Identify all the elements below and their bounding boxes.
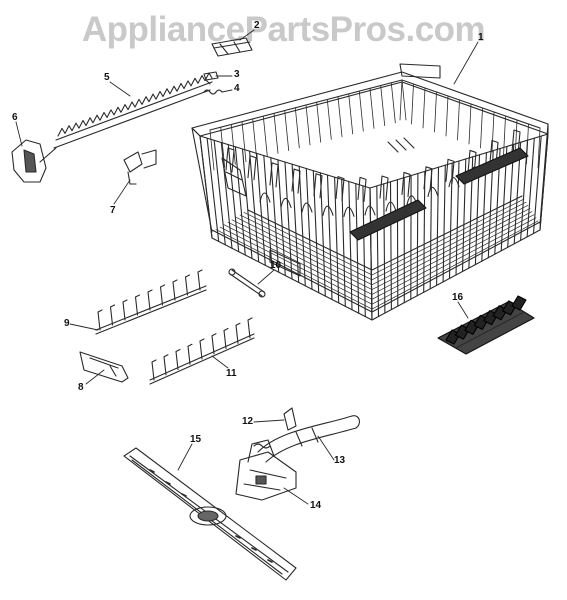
rack-clips (349, 137, 529, 241)
callout-8: 8 (78, 382, 84, 393)
leader-lines (15, 29, 479, 505)
callout-13: 13 (334, 455, 346, 466)
part-16-shelf-clip (437, 295, 535, 355)
callout-3: 3 (234, 69, 240, 80)
part-7-clip (123, 149, 157, 185)
callout-11: 11 (226, 368, 237, 379)
callout-15: 15 (190, 434, 202, 445)
callout-12: 12 (242, 416, 254, 427)
callout-2: 2 (254, 20, 260, 31)
part-13-water-tube (257, 415, 361, 463)
watermark-logo: AppliancePartsPros.com (81, 10, 486, 49)
rack-side-wires (199, 79, 549, 321)
part-11-tine-row (149, 317, 255, 385)
part-12-fitting (283, 407, 297, 431)
callout-10: 10 (270, 260, 282, 271)
callout-5: 5 (104, 72, 110, 83)
part-8-clip (79, 351, 129, 383)
part-15-spray-arm (123, 447, 297, 581)
rack-floor-grid (215, 198, 539, 310)
part-10-pivot-rod (228, 268, 266, 298)
callout-9: 9 (64, 318, 70, 329)
part-14-manifold (235, 439, 297, 501)
part-2-bracket (211, 37, 253, 57)
callout-1: 1 (478, 32, 484, 43)
callout-7: 7 (110, 205, 116, 216)
part-6-adjuster (11, 139, 57, 183)
part-5-tine-rail (53, 72, 213, 149)
callout-16: 16 (452, 292, 464, 303)
callout-14: 14 (310, 500, 322, 511)
callout-6: 6 (12, 112, 18, 123)
callout-4: 4 (234, 83, 240, 94)
part-4-spring (203, 89, 223, 95)
part-9-tine-row (95, 269, 207, 335)
